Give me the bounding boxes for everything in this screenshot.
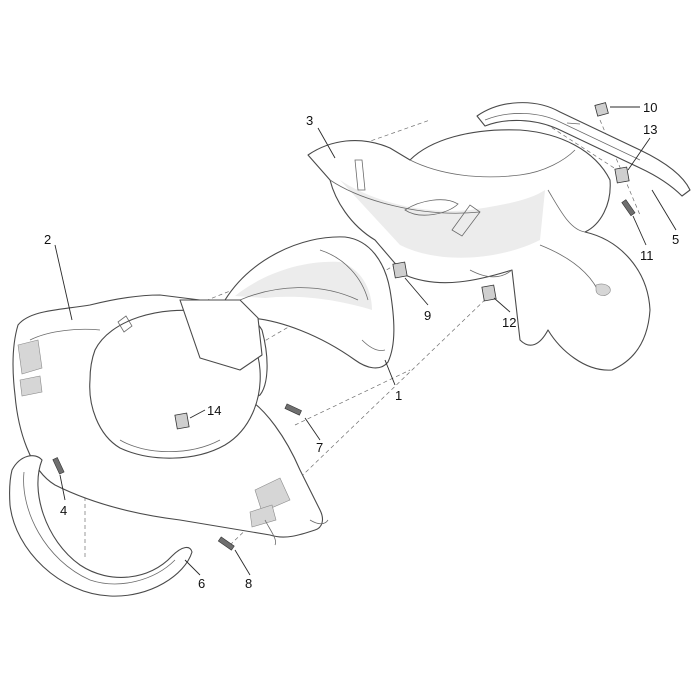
- part-front-handlebar-cover: [12, 294, 329, 546]
- leader-lines: [54, 106, 677, 576]
- screw-4: [52, 457, 65, 475]
- callout-12: 12: [502, 315, 516, 330]
- callout-3: 3: [306, 113, 313, 128]
- fasteners: [52, 102, 636, 551]
- screw-8: [217, 536, 235, 551]
- screw-7: [284, 403, 302, 416]
- clip-14: [174, 412, 190, 430]
- callout-11: 11: [640, 248, 654, 263]
- callout-14: 14: [207, 403, 221, 418]
- callout-1: 1: [395, 388, 402, 403]
- part-rear-handlebar-cover: [307, 129, 651, 371]
- callout-labels: 1 2 3 4 5 6 7 8 9 10 11 12 13 14: [44, 100, 679, 591]
- callout-6: 6: [198, 576, 205, 591]
- callout-8: 8: [245, 576, 252, 591]
- clip-12: [481, 284, 497, 302]
- screw-11: [621, 199, 636, 217]
- callout-2: 2: [44, 232, 51, 247]
- callout-13: 13: [643, 122, 657, 137]
- callout-10: 10: [643, 100, 657, 115]
- part-rear-trim-strip: [476, 102, 691, 197]
- callout-7: 7: [316, 440, 323, 455]
- callout-9: 9: [424, 308, 431, 323]
- callout-5: 5: [672, 232, 679, 247]
- part-lower-trim-strip: [9, 455, 193, 597]
- clip-13: [614, 166, 630, 184]
- clip-9: [392, 261, 408, 279]
- nut-10: [594, 102, 609, 117]
- callout-4: 4: [60, 503, 67, 518]
